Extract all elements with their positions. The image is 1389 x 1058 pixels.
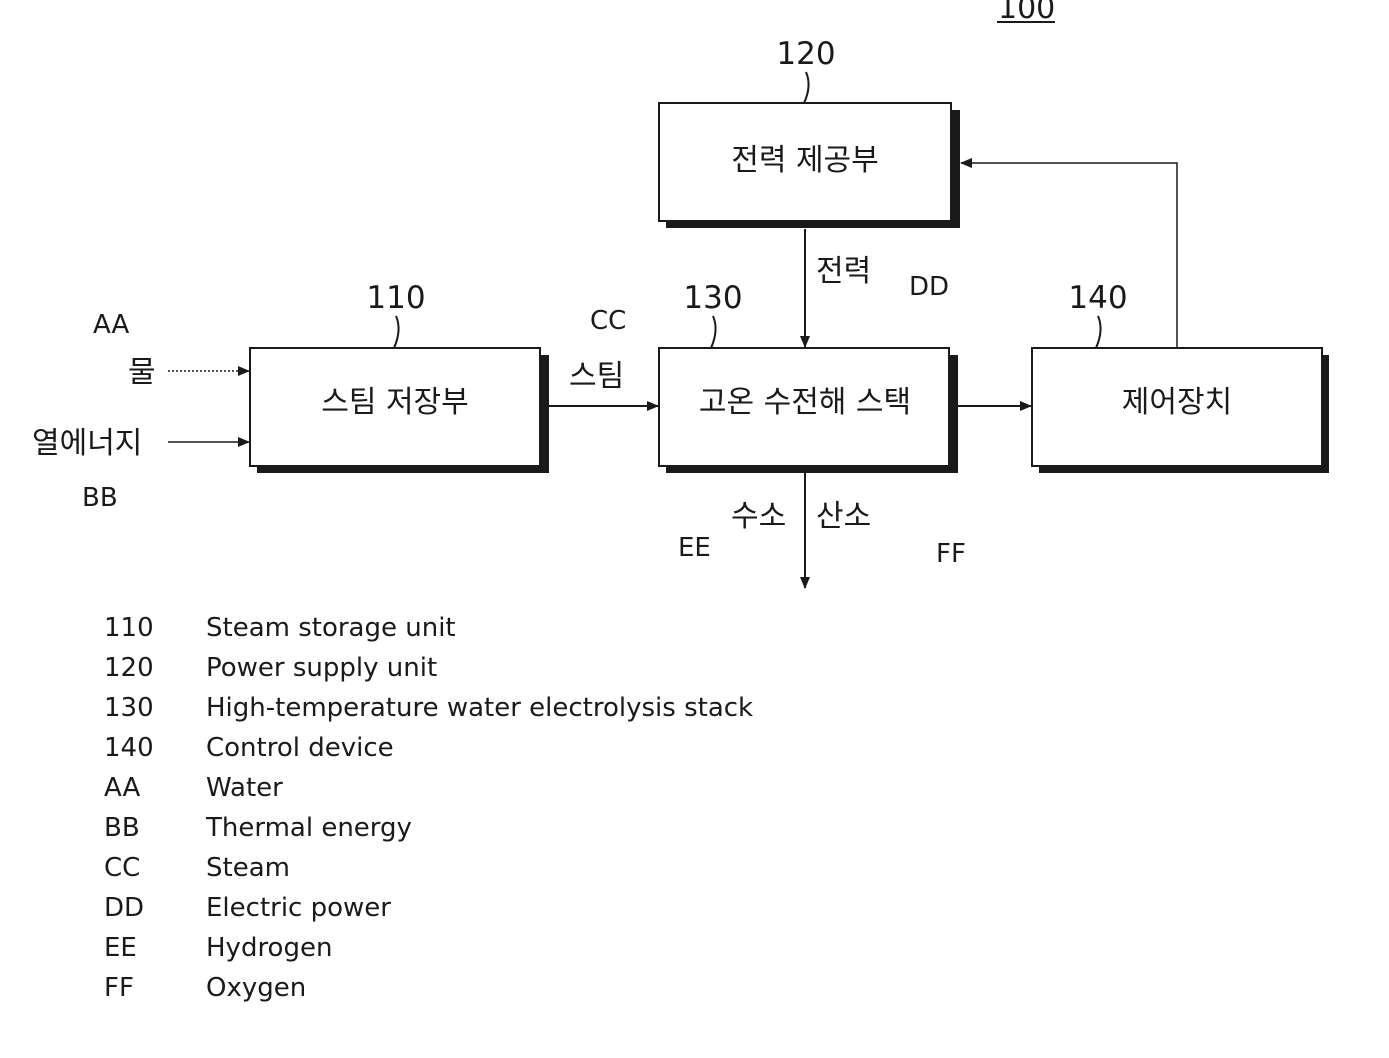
power-supply-box: 전력 제공부 [659, 103, 960, 228]
legend-code: DD [104, 888, 144, 928]
legend-description: Oxygen [206, 968, 306, 1008]
legend-code: 120 [104, 648, 154, 688]
power-supply-label: 전력 제공부 [731, 143, 879, 178]
power-supply-leader [804, 72, 809, 103]
legend-description: High-temperature water electrolysis stac… [206, 688, 753, 728]
hydrogen-code: EE [678, 533, 711, 563]
electrolysis-stack-ref: 130 [683, 280, 742, 316]
legend-description: Steam storage unit [206, 608, 456, 648]
block-diagram: 100 전력 제공부 120 스팀 저장부 110 고온 수전해 스택 130 … [0, 0, 1389, 600]
control-device-label: 제어장치 [1122, 385, 1232, 420]
oxygen-label: 산소 [816, 499, 871, 534]
electric-power-code: DD [909, 272, 949, 302]
legend-code: AA [104, 768, 140, 808]
control-device-leader [1096, 316, 1101, 348]
electric-power-label: 전력 [816, 254, 871, 289]
legend-row: EE Hydrogen [104, 928, 864, 968]
legend-code: 110 [104, 608, 154, 648]
legend-code: EE [104, 928, 137, 968]
water-label: 물 [128, 355, 156, 390]
legend-row: 120 Power supply unit [104, 648, 864, 688]
legend-row: FF Oxygen [104, 968, 864, 1008]
legend-description: Hydrogen [206, 928, 332, 968]
legend-code: CC [104, 848, 140, 888]
legend-row: 140 Control device [104, 728, 864, 768]
control-device-ref: 140 [1068, 280, 1127, 316]
legend-row: BB Thermal energy [104, 808, 864, 848]
steam-storage-leader [394, 316, 399, 348]
legend-code: 130 [104, 688, 154, 728]
legend-row: CC Steam [104, 848, 864, 888]
legend-description: Thermal energy [206, 808, 412, 848]
legend-description: Power supply unit [206, 648, 437, 688]
legend-row: AA Water [104, 768, 864, 808]
steam-code: CC [590, 306, 626, 336]
legend-row: DD Electric power [104, 888, 864, 928]
electrolysis-stack-label: 고온 수전해 스택 [699, 385, 911, 420]
hydrogen-label: 수소 [731, 499, 786, 534]
control-device-box: 제어장치 [1032, 348, 1329, 473]
steam-storage-ref: 110 [366, 280, 425, 316]
water-code: AA [93, 310, 130, 340]
power-supply-ref: 120 [776, 36, 835, 72]
legend-row: 130 High-temperature water electrolysis … [104, 688, 864, 728]
legend-description: Control device [206, 728, 394, 768]
legend-description: Water [206, 768, 283, 808]
electrolysis-stack-box: 고온 수전해 스택 [659, 348, 958, 473]
legend-code: FF [104, 968, 134, 1008]
legend-code: 140 [104, 728, 154, 768]
steam-storage-label: 스팀 저장부 [321, 385, 469, 420]
electrolysis-stack-leader [711, 316, 716, 348]
legend-description: Electric power [206, 888, 391, 928]
oxygen-code: FF [936, 539, 966, 569]
thermal-energy-label: 열에너지 [32, 426, 142, 461]
control-feedback-line [961, 163, 1177, 347]
steam-label: 스팀 [569, 359, 624, 394]
thermal-energy-code: BB [82, 483, 118, 513]
legend-description: Steam [206, 848, 290, 888]
steam-storage-box: 스팀 저장부 [250, 348, 549, 473]
legend-code: BB [104, 808, 140, 848]
legend-row: 110 Steam storage unit [104, 608, 864, 648]
